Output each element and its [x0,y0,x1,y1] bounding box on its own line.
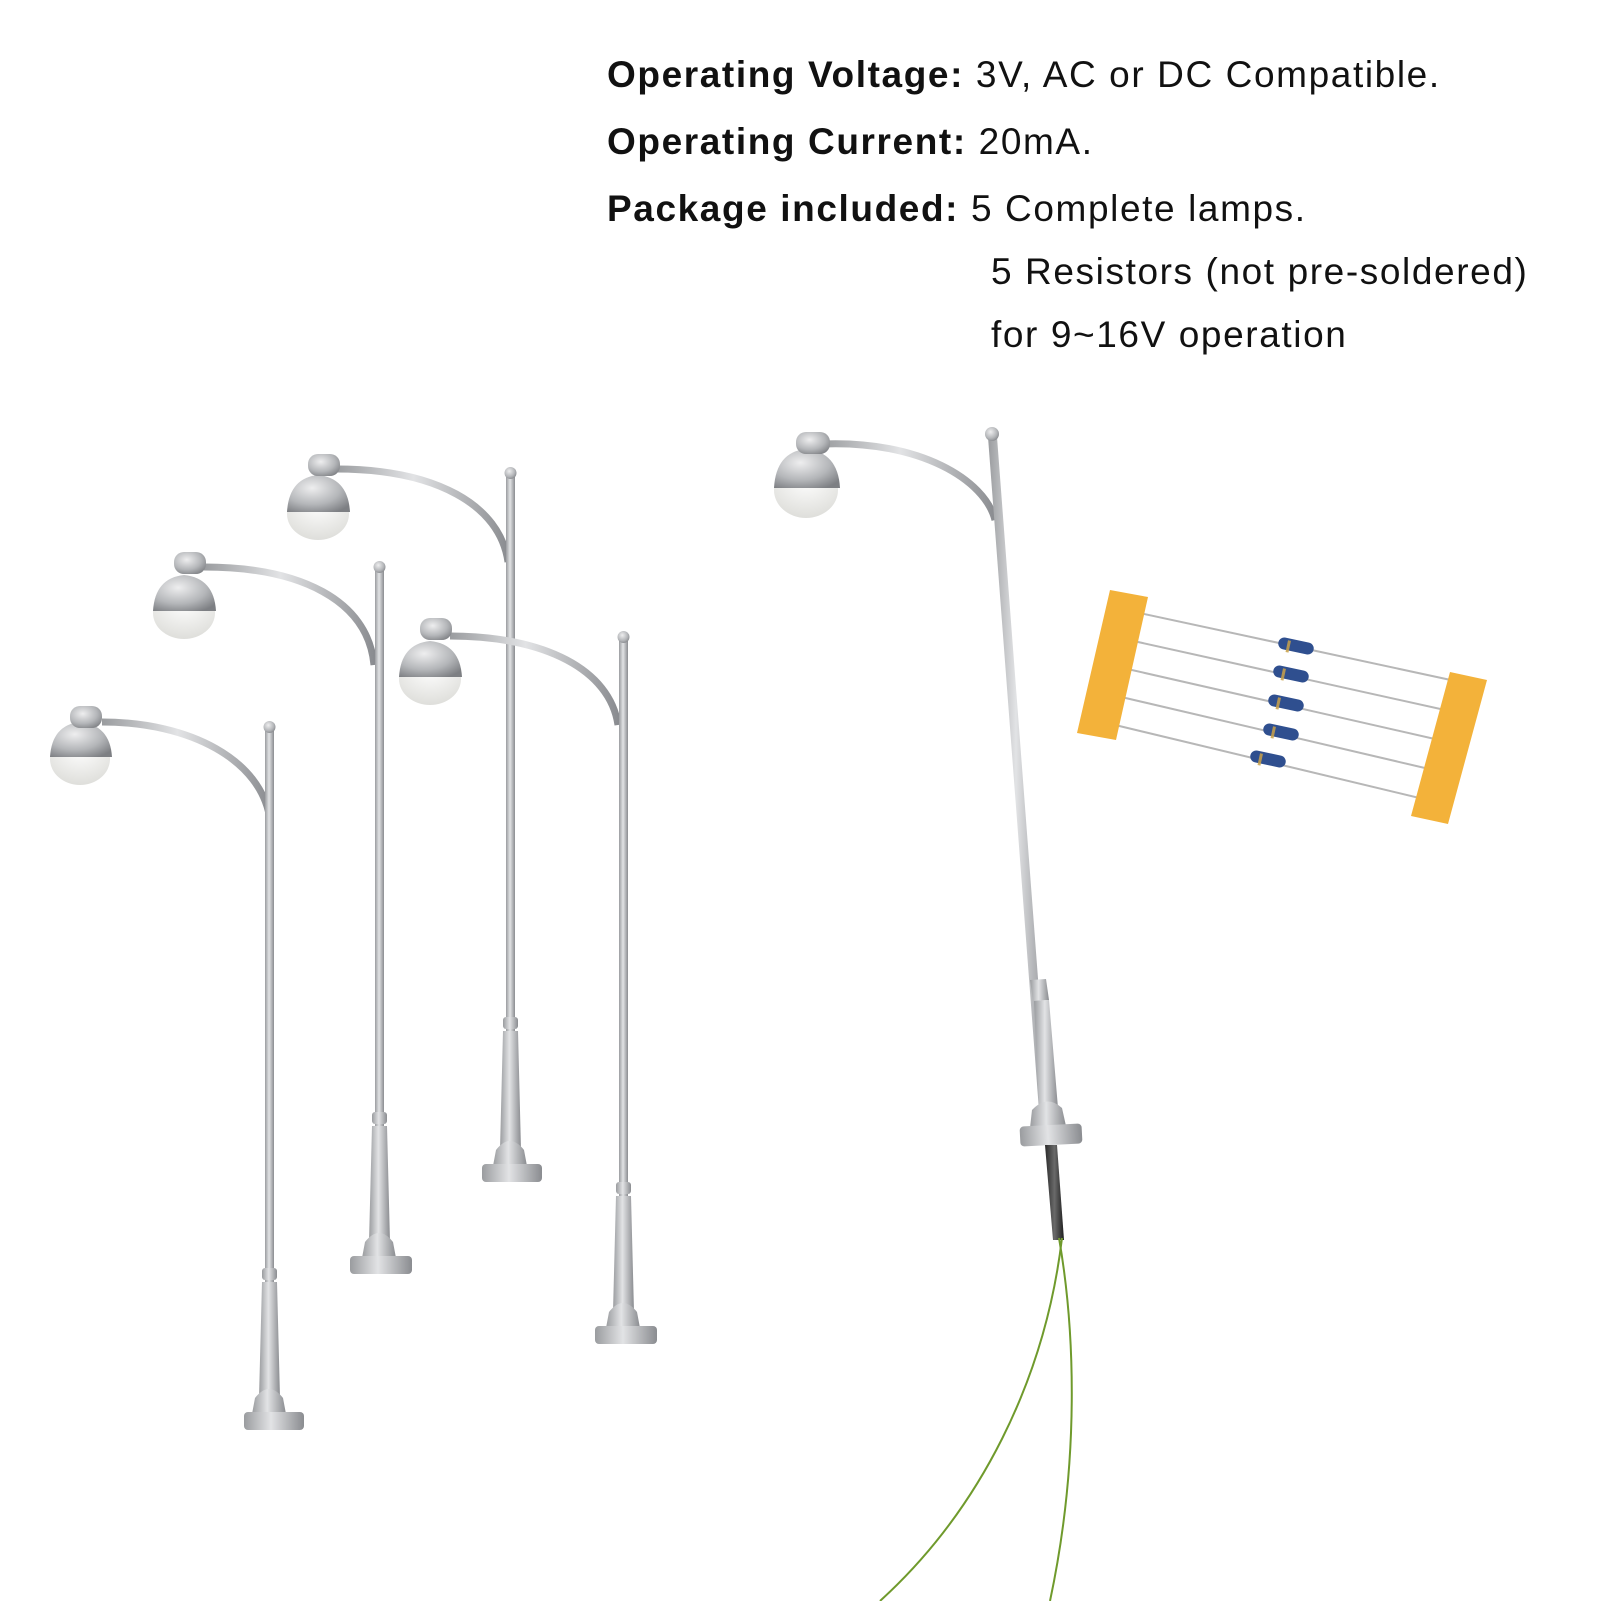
resistor-strip [1077,590,1487,824]
package-line-1: 5 Complete lamps. [970,188,1307,229]
lamp-post-1 [50,706,304,1430]
lamp-post-2 [153,552,412,1274]
resistor-4 [1263,723,1299,741]
package-line-2: 5 Resistors (not pre-soldered) [991,251,1529,292]
voltage-value: 3V, AC or DC Compatible. [975,54,1441,95]
resistor-3 [1268,694,1304,712]
resistor-1 [1278,637,1314,655]
lamp-post-3 [287,454,542,1182]
package-spec: Package included: 5 Complete lamps. [607,186,1307,232]
package-label: Package included: [607,188,960,229]
resistor-2 [1273,665,1309,683]
lamp-post-5 [774,427,1083,1601]
current-label: Operating Current: [607,121,967,162]
voltage-label: Operating Voltage: [607,54,965,95]
lamp-post-4 [399,618,657,1344]
resistor-5 [1250,750,1286,768]
current-spec: Operating Current: 20mA. [607,119,1094,165]
current-value: 20mA. [978,121,1094,162]
package-line-3: for 9~16V operation [991,314,1348,355]
voltage-spec: Operating Voltage: 3V, AC or DC Compatib… [607,52,1441,98]
